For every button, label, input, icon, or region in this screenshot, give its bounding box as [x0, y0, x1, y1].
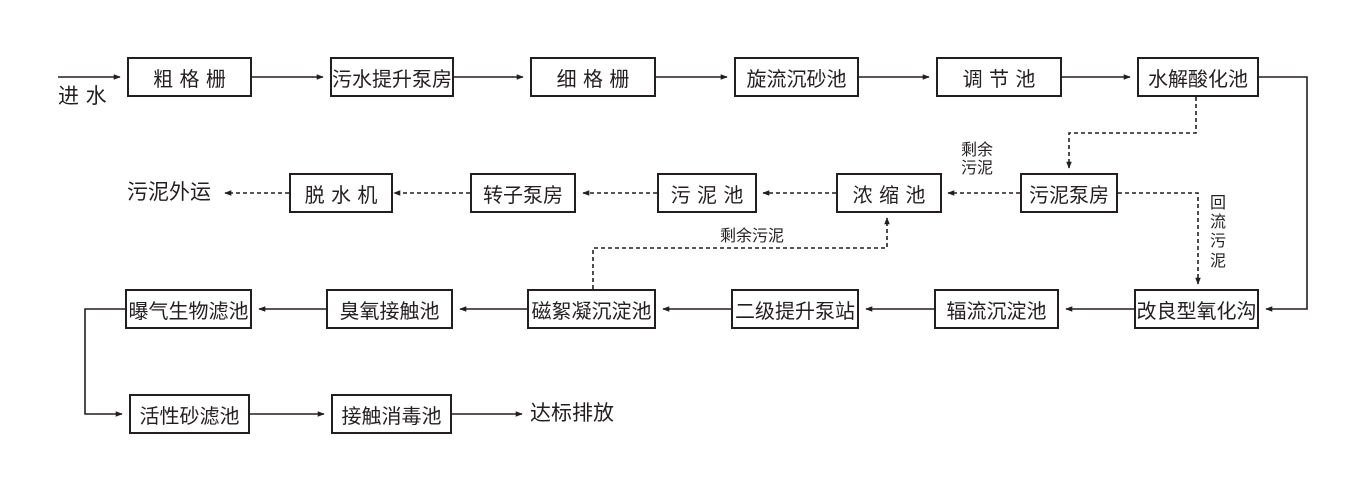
box-equalization: 调 节 池: [936, 57, 1062, 97]
box-thickener: 浓 缩 池: [836, 173, 942, 213]
arrow-sludge-pump-return-to-ditch: [1118, 192, 1201, 285]
box-secondary-lift: 二级提升泵站: [731, 289, 859, 329]
box-fine-screen: 细 格 栅: [530, 57, 656, 97]
box-vortex-grit: 旋流沉砂池: [734, 57, 859, 97]
box-coarse-screen: 粗 格 栅: [127, 57, 252, 97]
label-excess-sludge-upper: 剩余 污泥: [961, 140, 994, 178]
arrow-hydrolysis-to-sludge-pump: [1066, 97, 1197, 169]
box-active-sand: 活性砂滤池: [129, 394, 250, 434]
box-sludge-pump-house: 污泥泵房: [1020, 173, 1118, 213]
box-ozone-contact: 臭氧接触池: [326, 289, 453, 329]
box-oxidation-ditch: 改良型氧化沟: [1134, 289, 1259, 329]
label-excess-sludge-lower: 剩余污泥: [720, 226, 785, 245]
box-lift-pump-house: 污水提升泵房: [330, 57, 454, 97]
box-hydrolysis: 水解酸化池: [1137, 57, 1259, 97]
label-inlet: 进 水: [58, 84, 107, 108]
arrow-magnetic-excess-to-thickener: [592, 217, 890, 289]
box-baf: 曝气生物滤池: [125, 289, 252, 329]
label-sludge-out: 污泥外运: [127, 180, 211, 204]
arrow-hydrolysis-to-oxidation-ditch: [1259, 76, 1308, 312]
label-outlet: 达标排放: [530, 401, 614, 425]
box-radial-clarifier: 辐流沉淀池: [934, 289, 1059, 329]
arrow-baf-to-active-sand: [84, 308, 125, 417]
label-return-sludge: 回流污泥: [1209, 193, 1226, 270]
box-magnetic-floc: 磁絮凝沉淀池: [527, 289, 656, 329]
box-sludge-tank: 污 泥 池: [657, 173, 757, 213]
box-disinfection: 接触消毒池: [331, 394, 452, 434]
box-dewatering: 脱 水 机: [289, 173, 393, 213]
box-rotor-pump-house: 转子泵房: [470, 173, 576, 213]
